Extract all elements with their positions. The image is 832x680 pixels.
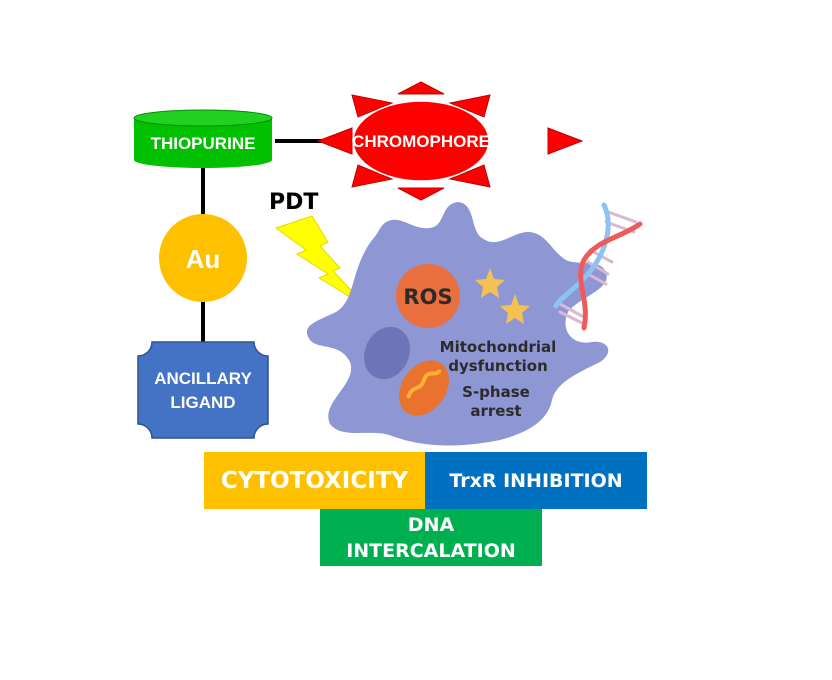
gold-label: Au [186,244,221,274]
star-icon [500,294,530,324]
ros-circle [396,264,460,328]
cell-membrane [306,202,609,446]
dna-intercalation-line2: INTERCALATION [346,539,516,562]
ancillary-label-line1: ANCILLARY [154,369,252,388]
chromophore-ellipse [352,100,490,182]
s-phase-line1: S-phase [462,383,530,401]
s-phase-line2: arrest [470,402,521,420]
sun-ray [547,127,584,155]
pdt-label: PDT [269,190,318,215]
dna-intercalation-box: DNA INTERCALATION [320,509,542,566]
nucleus [364,326,410,380]
ancillary-ligand-node: ANCILLARY LIGAND [137,341,269,439]
mito-dysfunction-line2: dysfunction [448,357,548,375]
gold-node: Au [159,214,247,302]
lightning-bolt-icon [274,215,369,309]
sun-ray [397,81,445,95]
chromophore-label: CHROMOPHORE [352,132,490,151]
mito-dysfunction-line1: Mitochondrial [440,338,557,356]
mitochondrion-icon [399,360,449,416]
sun-ray [448,164,491,188]
chromophore-node: CHROMOPHORE [316,81,584,201]
dna-intercalation-line1: DNA [407,513,455,536]
sun-ray [351,94,394,118]
ros-label: ROS [403,285,452,309]
sun-ray [316,127,353,155]
dna-helix-icon [553,202,643,331]
ancillary-label-line2: LIGAND [170,393,235,412]
thiopurine-node: THIOPURINE [133,109,273,168]
cytotoxicity-label: CYTOTOXICITY [220,467,409,494]
sun-ray [448,94,491,118]
star-icon [475,268,505,298]
trxr-inhibition-label: TrxR INHIBITION [449,469,623,492]
thiopurine-label: THIOPURINE [151,134,256,153]
trxr-inhibition-box: TrxR INHIBITION [425,452,647,509]
cytotoxicity-box: CYTOTOXICITY [204,452,425,509]
sun-ray [397,187,445,201]
sun-ray [351,164,394,188]
cancer-cell: ROS Mitochondrial dysfunction S-phase ar… [306,202,609,446]
